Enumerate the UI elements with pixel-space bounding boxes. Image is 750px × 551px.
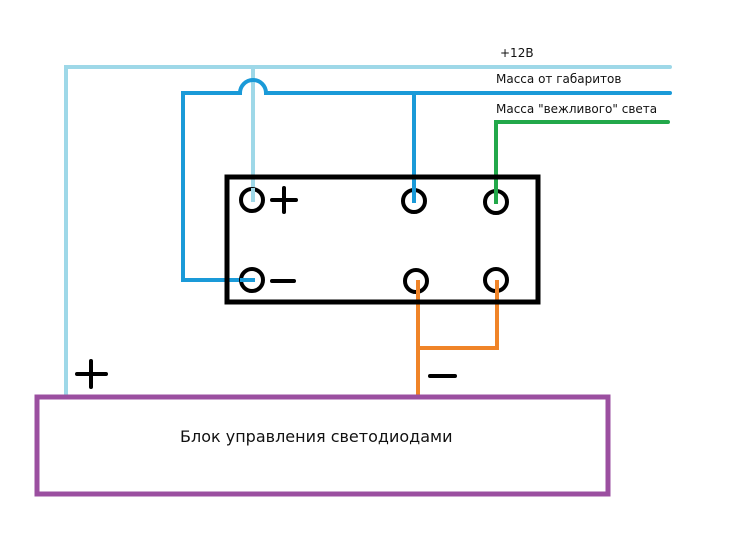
relay-body: [224, 174, 541, 305]
wire-plus-12v: [64, 65, 672, 397]
wire-led-ground: [416, 282, 499, 397]
block-plus-sign: [75, 359, 108, 389]
relay-plus-sign: [270, 186, 298, 214]
label-plus-12v: +12В: [500, 46, 534, 60]
label-ground-parking: Масса от габаритов: [496, 72, 621, 86]
label-ground-courtesy: Масса "вежливого" света: [496, 102, 657, 116]
label-control-block: Блок управления светодиодами: [180, 427, 452, 446]
led-control-block: [34, 394, 611, 497]
wire-ground-parking: [181, 78, 672, 282]
wire-ground-courtesy: [494, 120, 670, 204]
